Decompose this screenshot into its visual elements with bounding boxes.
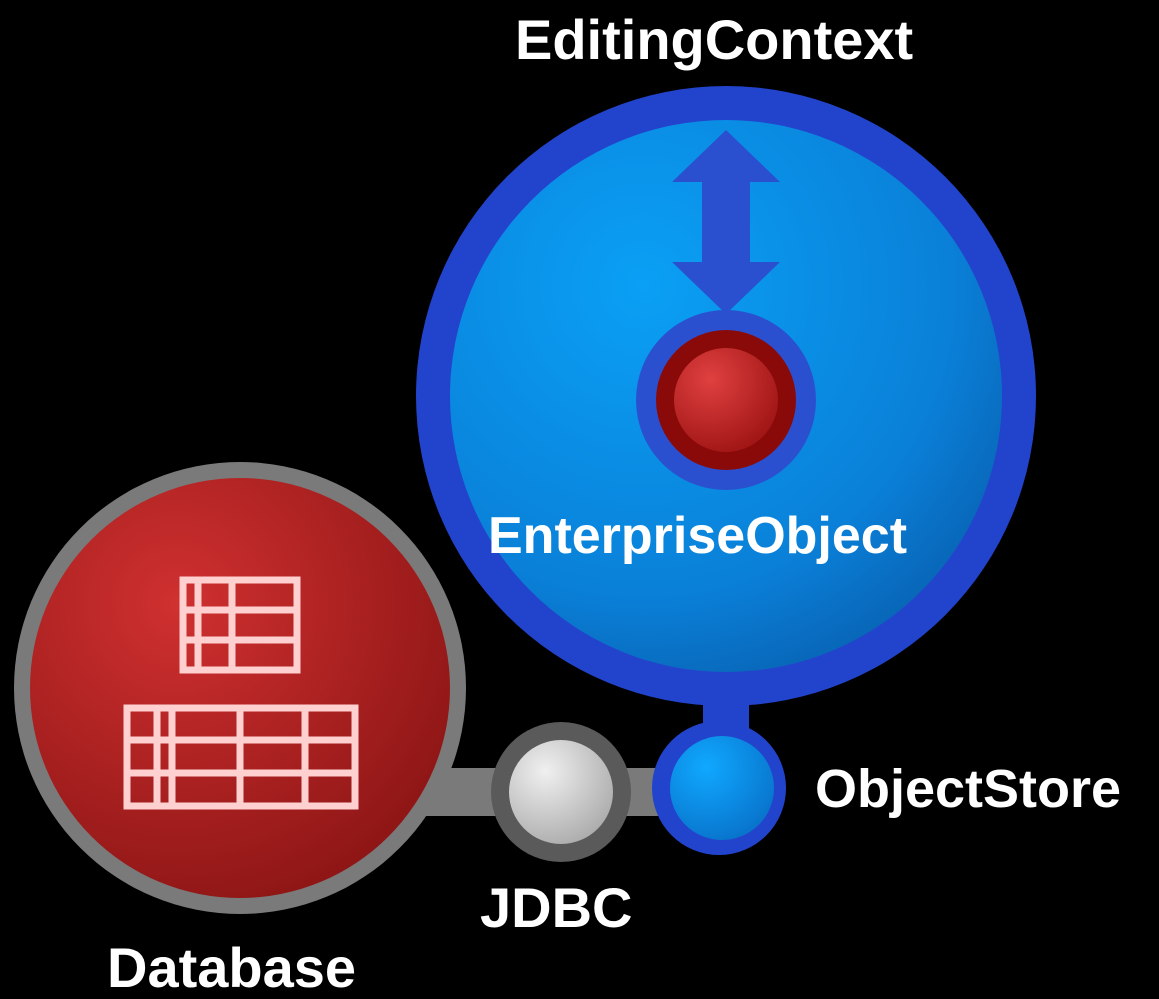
jdbc-node [491,722,631,862]
double-arrow-icon [672,130,780,314]
database-node [14,462,466,914]
enterprise-object-core [674,348,778,452]
object-store-node [652,721,786,855]
table-grid-icon [123,576,359,810]
database-body [30,478,450,898]
editing-context-label: EditingContext [515,8,914,71]
jdbc-label: JDBC [480,876,633,939]
enterprise-object-node [636,310,816,490]
jdbc-body [509,740,613,844]
object-store-body [670,736,774,840]
object-store-label: ObjectStore [815,759,1122,819]
enterprise-object-label: EnterpriseObject [488,507,908,565]
database-label: Database [107,936,357,999]
